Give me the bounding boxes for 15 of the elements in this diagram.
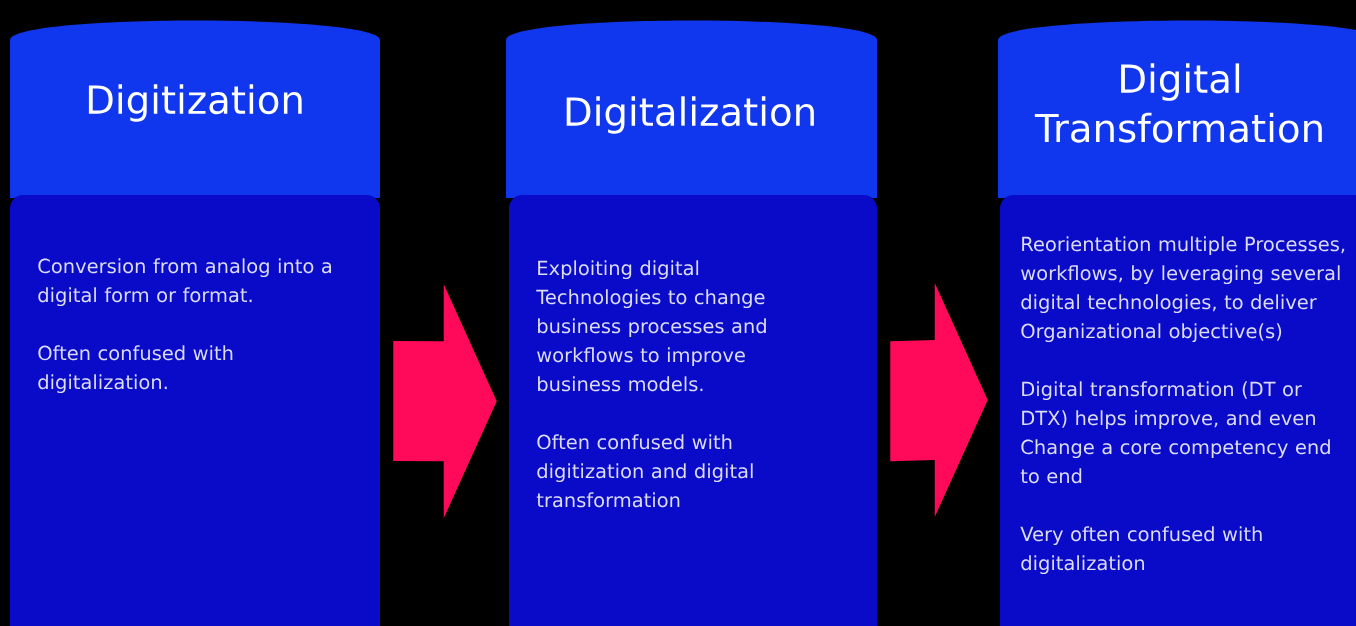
content-box: [509, 195, 877, 626]
block-arrow: [393, 284, 497, 519]
header-box: Digital Transformation: [998, 20, 1356, 198]
body-text: Reorientation multiple Processes, workflows, by leveraging several digital technologies, to deliver Organizational objective(s): [1021, 236, 1345, 343]
body-text: Often confused with digitalization.: [38, 345, 233, 394]
header-box: Digitization: [10, 20, 380, 198]
header-box: Digitalization: [506, 20, 877, 198]
block-arrow: [890, 283, 988, 517]
content-box: [1000, 195, 1356, 626]
body-text: Exploiting digital Technologies to change business processes and workflows to improve business models.: [536, 260, 766, 392]
body-text: Digital transformation (DT or DTX) helps improve, and even Change a core competency end to end: [1020, 381, 1330, 484]
body-text: Very often confused with digitalization: [1020, 526, 1262, 575]
content-box: [10, 195, 380, 626]
body-text: Often confused with digitization and digital transformation: [536, 434, 753, 508]
body-text: Conversion from analog into a digital form or format.: [38, 258, 331, 307]
